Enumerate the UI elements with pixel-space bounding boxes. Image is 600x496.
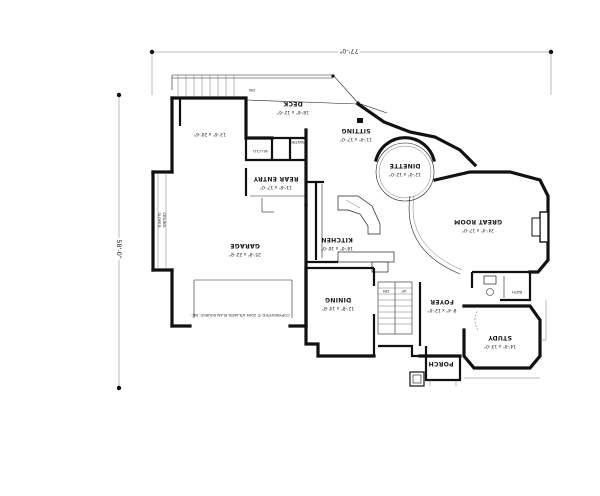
kitchen-island xyxy=(337,195,381,235)
overall-dimensions: 77'-0" 58'-0" xyxy=(113,47,554,391)
deck-label: DECK xyxy=(283,100,303,107)
garage-bay-dimension: 13'-6" x 20'-6" xyxy=(194,131,226,137)
pantry-label: PANTRY xyxy=(290,140,305,145)
dinette-dimension: 12'-0" x 12'-0" xyxy=(389,171,421,177)
garage-dimension: 25'-8" x 22'-8" xyxy=(229,251,261,257)
foyer-label: FOYER xyxy=(430,298,454,305)
great-room-dimension: 24'-4" x 17'-0" xyxy=(462,227,494,233)
front-exterior xyxy=(464,300,547,379)
porch-label: PORCH xyxy=(428,360,453,367)
study-label: STUDY xyxy=(488,334,512,341)
study-dimension: 14'-0" x 13'-0" xyxy=(484,343,516,349)
deck: DN DECK 18'-6" x 12'-6" xyxy=(171,74,388,115)
sitting-room: SITTING 11'-0" x 17'-0" xyxy=(340,101,478,168)
sitting-label: SITTING xyxy=(341,127,370,134)
foyer: FOYER 8'-4" x 12'-0" xyxy=(418,282,462,358)
stairs: DN UP xyxy=(377,281,420,358)
dinette-label: DINETTE xyxy=(389,162,420,169)
copyright-note: COPYRIGHTED © 2009 ATLANTA PLAN SOURCE, … xyxy=(190,313,290,318)
deck-stair-down-label: DN xyxy=(249,88,255,93)
great-room-label: GREAT ROOM xyxy=(454,218,502,225)
width-dimension: 77'-0" xyxy=(339,47,359,55)
great-room: GREAT ROOM 24'-4" x 17'-0" xyxy=(408,170,550,275)
bath: BATH xyxy=(470,270,532,302)
depth-dimension: 58'-0" xyxy=(115,239,123,259)
dining-label: DINING xyxy=(325,296,351,303)
sloped-ceiling-label-2: CEILING xyxy=(162,212,167,227)
rear-entry-label: REAR ENTRY xyxy=(253,175,299,182)
kitchen-label: KITCHEN xyxy=(321,236,353,243)
dinette: DINETTE 12'-0" x 12'-0" xyxy=(374,136,436,202)
fireplace xyxy=(531,211,549,243)
deck-stairs xyxy=(177,75,235,98)
garage-label: GARAGE xyxy=(230,242,260,249)
dining-dimension: 12'-8" x 14'-8" xyxy=(322,305,354,311)
foyer-dimension: 8'-4" x 12'-0" xyxy=(428,307,457,313)
kitchen: KITCHEN 18'-0" x 16'-0" xyxy=(306,180,395,273)
service-rooms: W.I.CLO. PANTRY REAR ENTRY 11'-6" x 17'-… xyxy=(244,128,308,213)
kitchen-dimension: 18'-0" x 16'-0" xyxy=(321,245,353,251)
sitting-dimension: 11'-0" x 17'-0" xyxy=(340,136,372,142)
stair-up-label: UP xyxy=(401,289,407,294)
rear-entry-dimension: 11'-6" x 17'-0" xyxy=(260,184,292,190)
stair-down-label: DN xyxy=(383,289,389,294)
kitchen-counter xyxy=(337,251,395,263)
sloped-ceiling-label-1: SLOPED xyxy=(157,213,162,228)
garage: 13'-6" x 20'-6" GARAGE 25'-8" x 22'-8" S… xyxy=(151,96,308,328)
porch: PORCH xyxy=(409,346,462,387)
bath-label: BATH xyxy=(512,290,522,295)
wic-label: W.I.CLO. xyxy=(252,149,268,154)
study: STUDY 14'-0" x 13'-0" xyxy=(462,304,542,370)
deck-dimension: 18'-6" x 12'-6" xyxy=(277,109,309,115)
dining: DINING 12'-8" x 14'-8" xyxy=(304,266,376,358)
